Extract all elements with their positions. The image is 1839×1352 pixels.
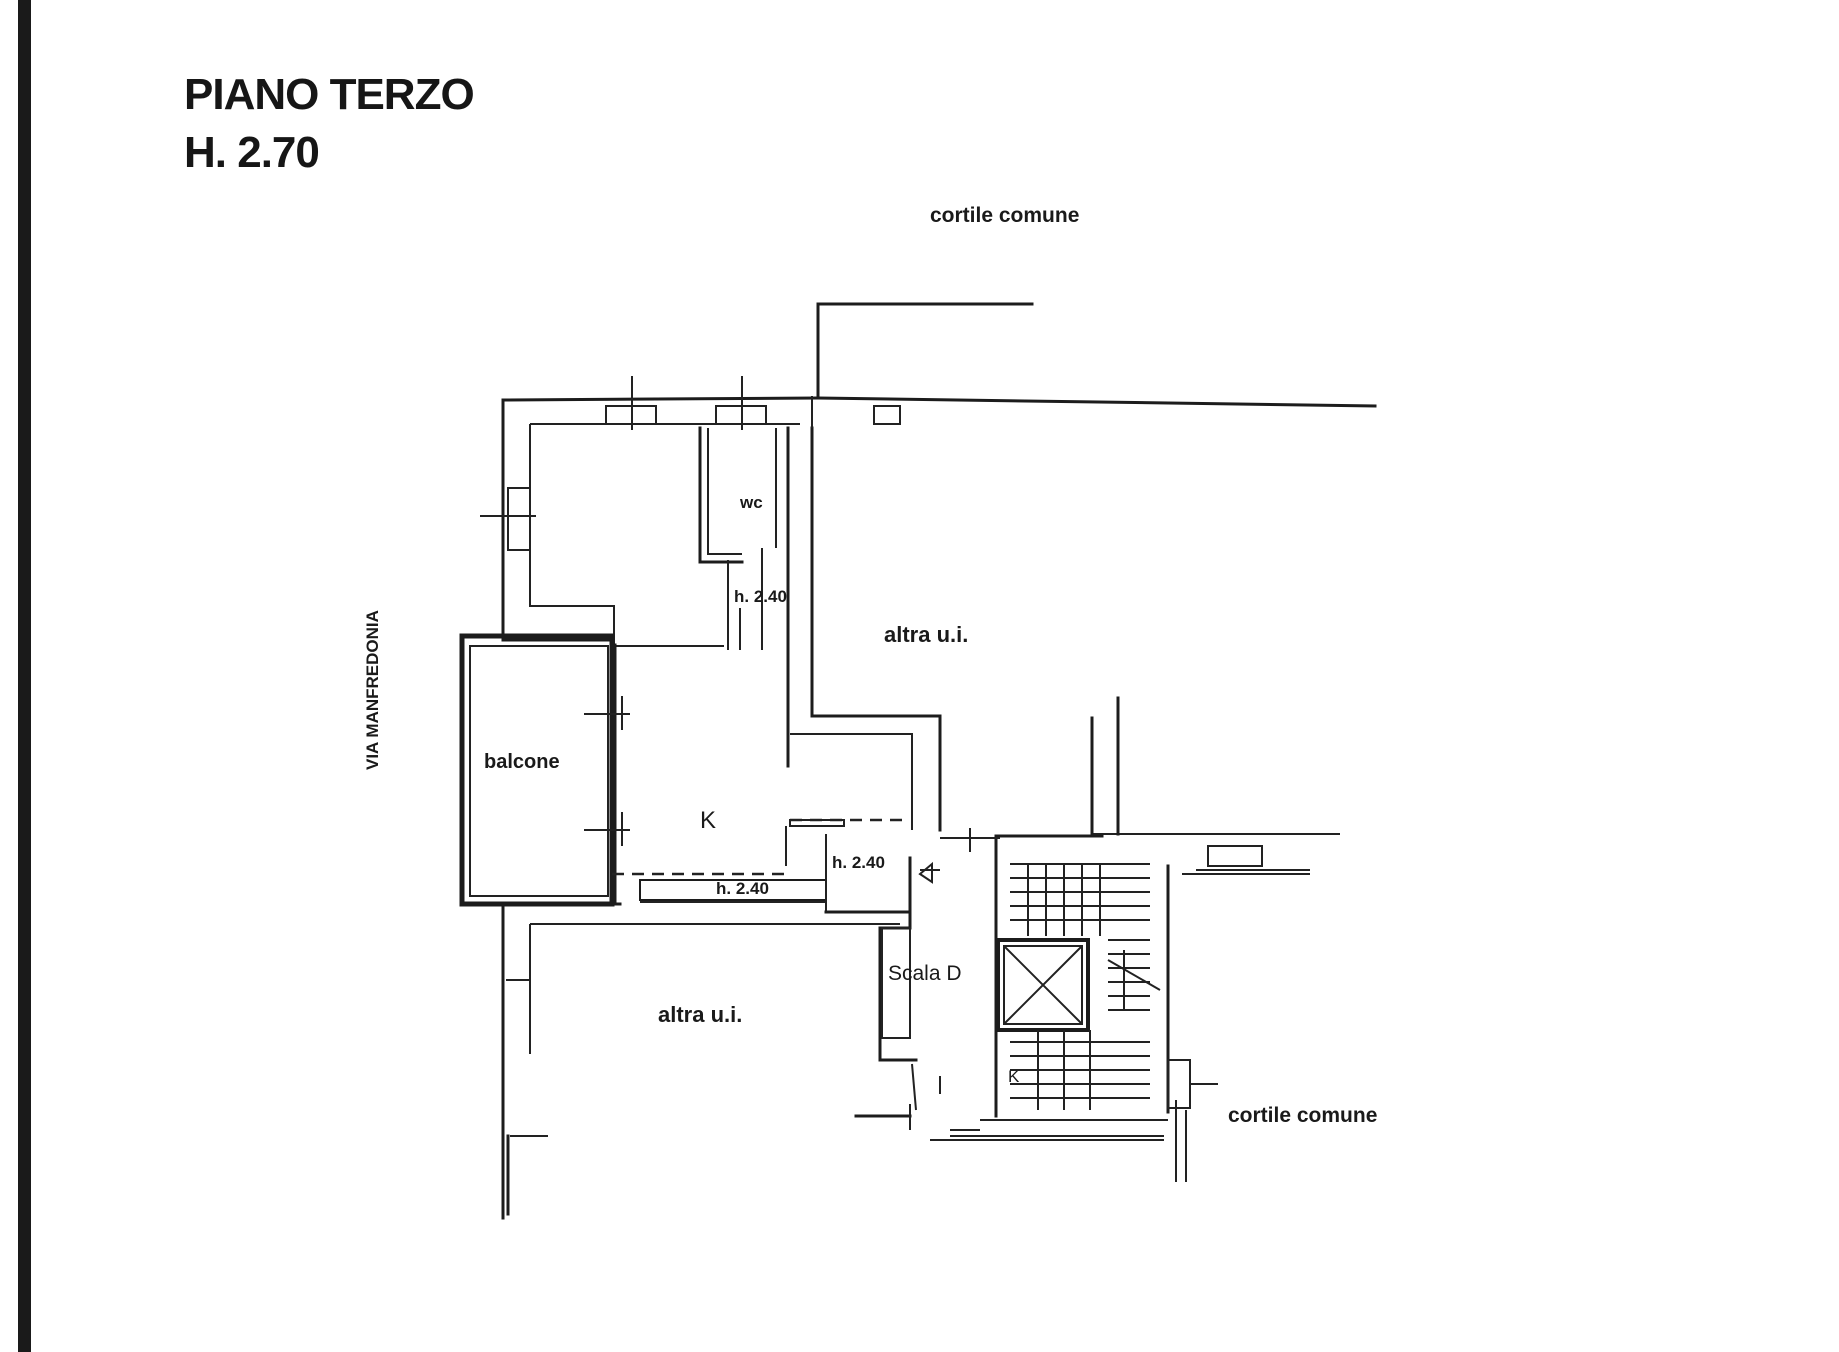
label-courtyard-right: cortile comune [1228,1104,1377,1127]
label-wc: wc [739,493,763,512]
divider-lines [1090,696,1120,836]
label-height-side: h. 2.40 [832,853,885,872]
label-height-corridor: h. 2.40 [734,587,787,606]
floor-title: PIANO TERZO [184,70,475,119]
other-unit-top [810,698,1340,875]
corridor [786,396,942,832]
label-street: VIA MANFREDONIA [363,610,382,770]
exterior-walls [480,302,1377,647]
kitchen [612,818,912,914]
label-stair: Scala D [888,962,962,985]
floor-height: H. 2.70 [184,128,320,177]
label-other-unit-bottom: altra u.i. [658,1002,742,1027]
label-other-unit-top: altra u.i. [884,622,968,647]
label-kitchen: K [700,807,716,834]
label-height-kitchen: h. 2.40 [716,879,769,898]
label-courtyard-top: cortile comune [930,204,1079,227]
stairwell [854,828,1310,1182]
scan-edge [18,0,31,1352]
label-stair-mark: K [1008,1067,1020,1086]
bottom-walls [498,901,900,1220]
wc-room [698,426,790,650]
label-balcony: balcone [484,751,560,773]
